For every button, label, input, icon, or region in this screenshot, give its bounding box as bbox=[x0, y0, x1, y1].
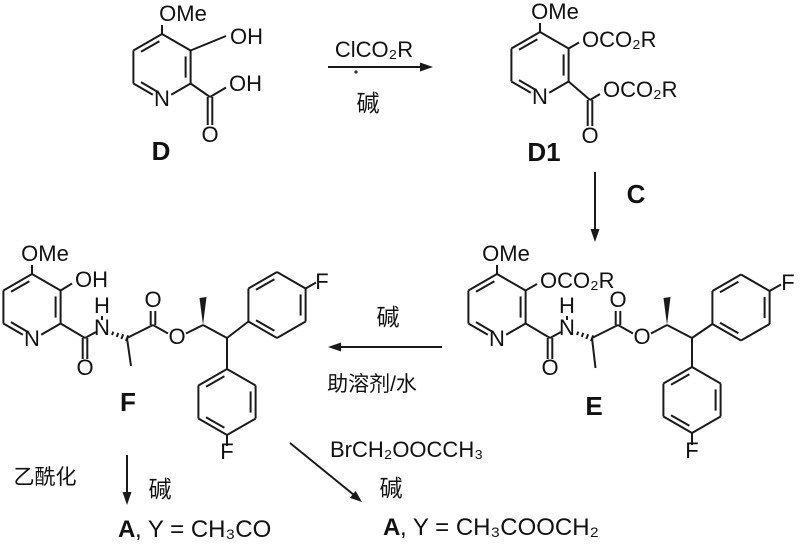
methoxy-group: OMe bbox=[159, 1, 207, 34]
carbonate-label: OCO₂R bbox=[540, 268, 615, 293]
ome-label: OMe bbox=[531, 0, 579, 24]
pyridine-ring: N bbox=[132, 33, 192, 111]
compound-label-E: E bbox=[585, 391, 602, 421]
amide-o-label: O bbox=[541, 355, 558, 380]
ome-label: OMe bbox=[159, 1, 207, 26]
ring-nitrogen: N bbox=[24, 326, 40, 351]
arrow-d1-to-e: C bbox=[590, 172, 646, 242]
pyridine-ring: N bbox=[467, 273, 527, 351]
arrow-head bbox=[590, 229, 600, 242]
arrow-head bbox=[420, 62, 433, 72]
arrow-d-to-d1: ClCO₂R 碱 bbox=[328, 37, 433, 116]
arrow-head bbox=[122, 492, 132, 505]
amide-group: O H N bbox=[60, 293, 110, 380]
amide-n-label: N bbox=[94, 315, 110, 340]
methoxy-group: OMe bbox=[482, 245, 530, 274]
stereo-hash-bond bbox=[576, 331, 595, 342]
anhydride-ocor-label: OCO₂R bbox=[603, 77, 678, 102]
pyridine-ring: N bbox=[510, 31, 570, 109]
condition-label: 碱 bbox=[380, 475, 403, 501]
carboxylic-acid-group: O OH bbox=[190, 71, 262, 147]
oh-label: OH bbox=[75, 267, 108, 292]
fluoro-label-top: F bbox=[781, 270, 794, 295]
fluorophenyl-ring-top: F bbox=[711, 270, 795, 342]
amide-n-label: N bbox=[559, 315, 575, 340]
ring-nitrogen: N bbox=[489, 326, 505, 351]
anhydride-group: O OCO₂R bbox=[567, 77, 678, 148]
condition-bottom-label: 助溶剂/水 bbox=[327, 373, 417, 396]
amide-h-label: H bbox=[94, 293, 110, 318]
hydroxy-group: OH bbox=[60, 267, 108, 292]
acid-oh-label: OH bbox=[229, 71, 262, 96]
arrow-e-to-f: 碱 助溶剂/水 bbox=[327, 304, 442, 396]
pyridine-ring: N bbox=[2, 273, 62, 351]
product-detail: , Y = CH₃COOCH₂ bbox=[400, 514, 599, 541]
structure-D1: N OMe OCO₂R O OCO₂R D1 bbox=[510, 0, 678, 167]
product-detail: , Y = CH₃CO bbox=[135, 516, 271, 543]
compound-label-F: F bbox=[120, 387, 136, 417]
amide-h-label: H bbox=[559, 293, 575, 318]
fluoro-label-top: F bbox=[315, 269, 328, 294]
reagent-C-label: C bbox=[627, 179, 646, 209]
compound-label-D: D bbox=[152, 136, 171, 166]
stereo-wedge-bond bbox=[663, 297, 671, 325]
condition-top-label: 碱 bbox=[377, 304, 400, 330]
acetylation-label: 乙酰化 bbox=[14, 466, 77, 489]
stray-dot-mark bbox=[354, 70, 358, 74]
structure-F: N OMe OH O H N O O bbox=[2, 245, 329, 464]
carbonyl-o-label: O bbox=[201, 122, 218, 147]
hydroxy-group: OH bbox=[190, 24, 263, 52]
ester-o-label: O bbox=[168, 324, 185, 349]
amide-group: O H N bbox=[525, 293, 575, 380]
methoxy-group: OMe bbox=[531, 0, 579, 32]
stereo-wedge-bond bbox=[199, 297, 207, 325]
arrow-shaft bbox=[289, 442, 355, 496]
ring-nitrogen: N bbox=[154, 86, 170, 111]
reagent-label: BrCH₂OOCCH₃ bbox=[330, 437, 483, 462]
carbonate-label: OCO₂R bbox=[582, 27, 657, 52]
reaction-f-to-a-acetyl: 乙酰化 碱 A , Y = CH₃CO bbox=[14, 455, 271, 543]
arrow-head bbox=[328, 342, 341, 352]
structure-E: N OMe OCO₂R O H N O O bbox=[467, 245, 795, 463]
alanine-backbone: O O bbox=[126, 287, 250, 369]
structure-D: N OMe OH O OH D bbox=[132, 1, 263, 166]
fluorophenyl-ring-bottom: F bbox=[662, 366, 722, 463]
carbonate-group: OCO₂R bbox=[525, 268, 615, 293]
amide-o-label: O bbox=[76, 355, 93, 380]
ome-label: OMe bbox=[21, 245, 69, 266]
reagent-label: ClCO₂R bbox=[335, 37, 413, 62]
reaction-f-to-a-ester: BrCH₂OOCCH₃ 碱 A , Y = CH₃COOCH₂ bbox=[289, 437, 599, 541]
fluorophenyl-ring-top: F bbox=[247, 269, 329, 339]
ester-carbonyl-o-label: O bbox=[609, 287, 626, 312]
fluorophenyl-ring-bottom: F bbox=[197, 368, 257, 464]
methoxy-group: OMe bbox=[21, 245, 69, 274]
oh-label: OH bbox=[230, 24, 263, 49]
compound-label-D1: D1 bbox=[527, 137, 560, 167]
product-name: A bbox=[118, 516, 135, 543]
fluoro-label-bottom: F bbox=[685, 438, 698, 463]
stereo-hash-bond bbox=[111, 331, 130, 342]
product-name: A bbox=[383, 514, 400, 541]
carbonate-group: OCO₂R bbox=[568, 27, 657, 52]
condition-label: 碱 bbox=[149, 476, 172, 502]
fluoro-label-bottom: F bbox=[220, 439, 233, 464]
carbonyl-o-label: O bbox=[581, 123, 598, 148]
ring-nitrogen: N bbox=[532, 84, 548, 109]
condition-label: 碱 bbox=[357, 90, 380, 116]
ome-label: OMe bbox=[482, 245, 530, 266]
ester-o-label: O bbox=[633, 324, 650, 349]
alanine-backbone: O O bbox=[591, 287, 713, 369]
ester-carbonyl-o-label: O bbox=[144, 287, 161, 312]
arrow-head bbox=[349, 490, 362, 502]
